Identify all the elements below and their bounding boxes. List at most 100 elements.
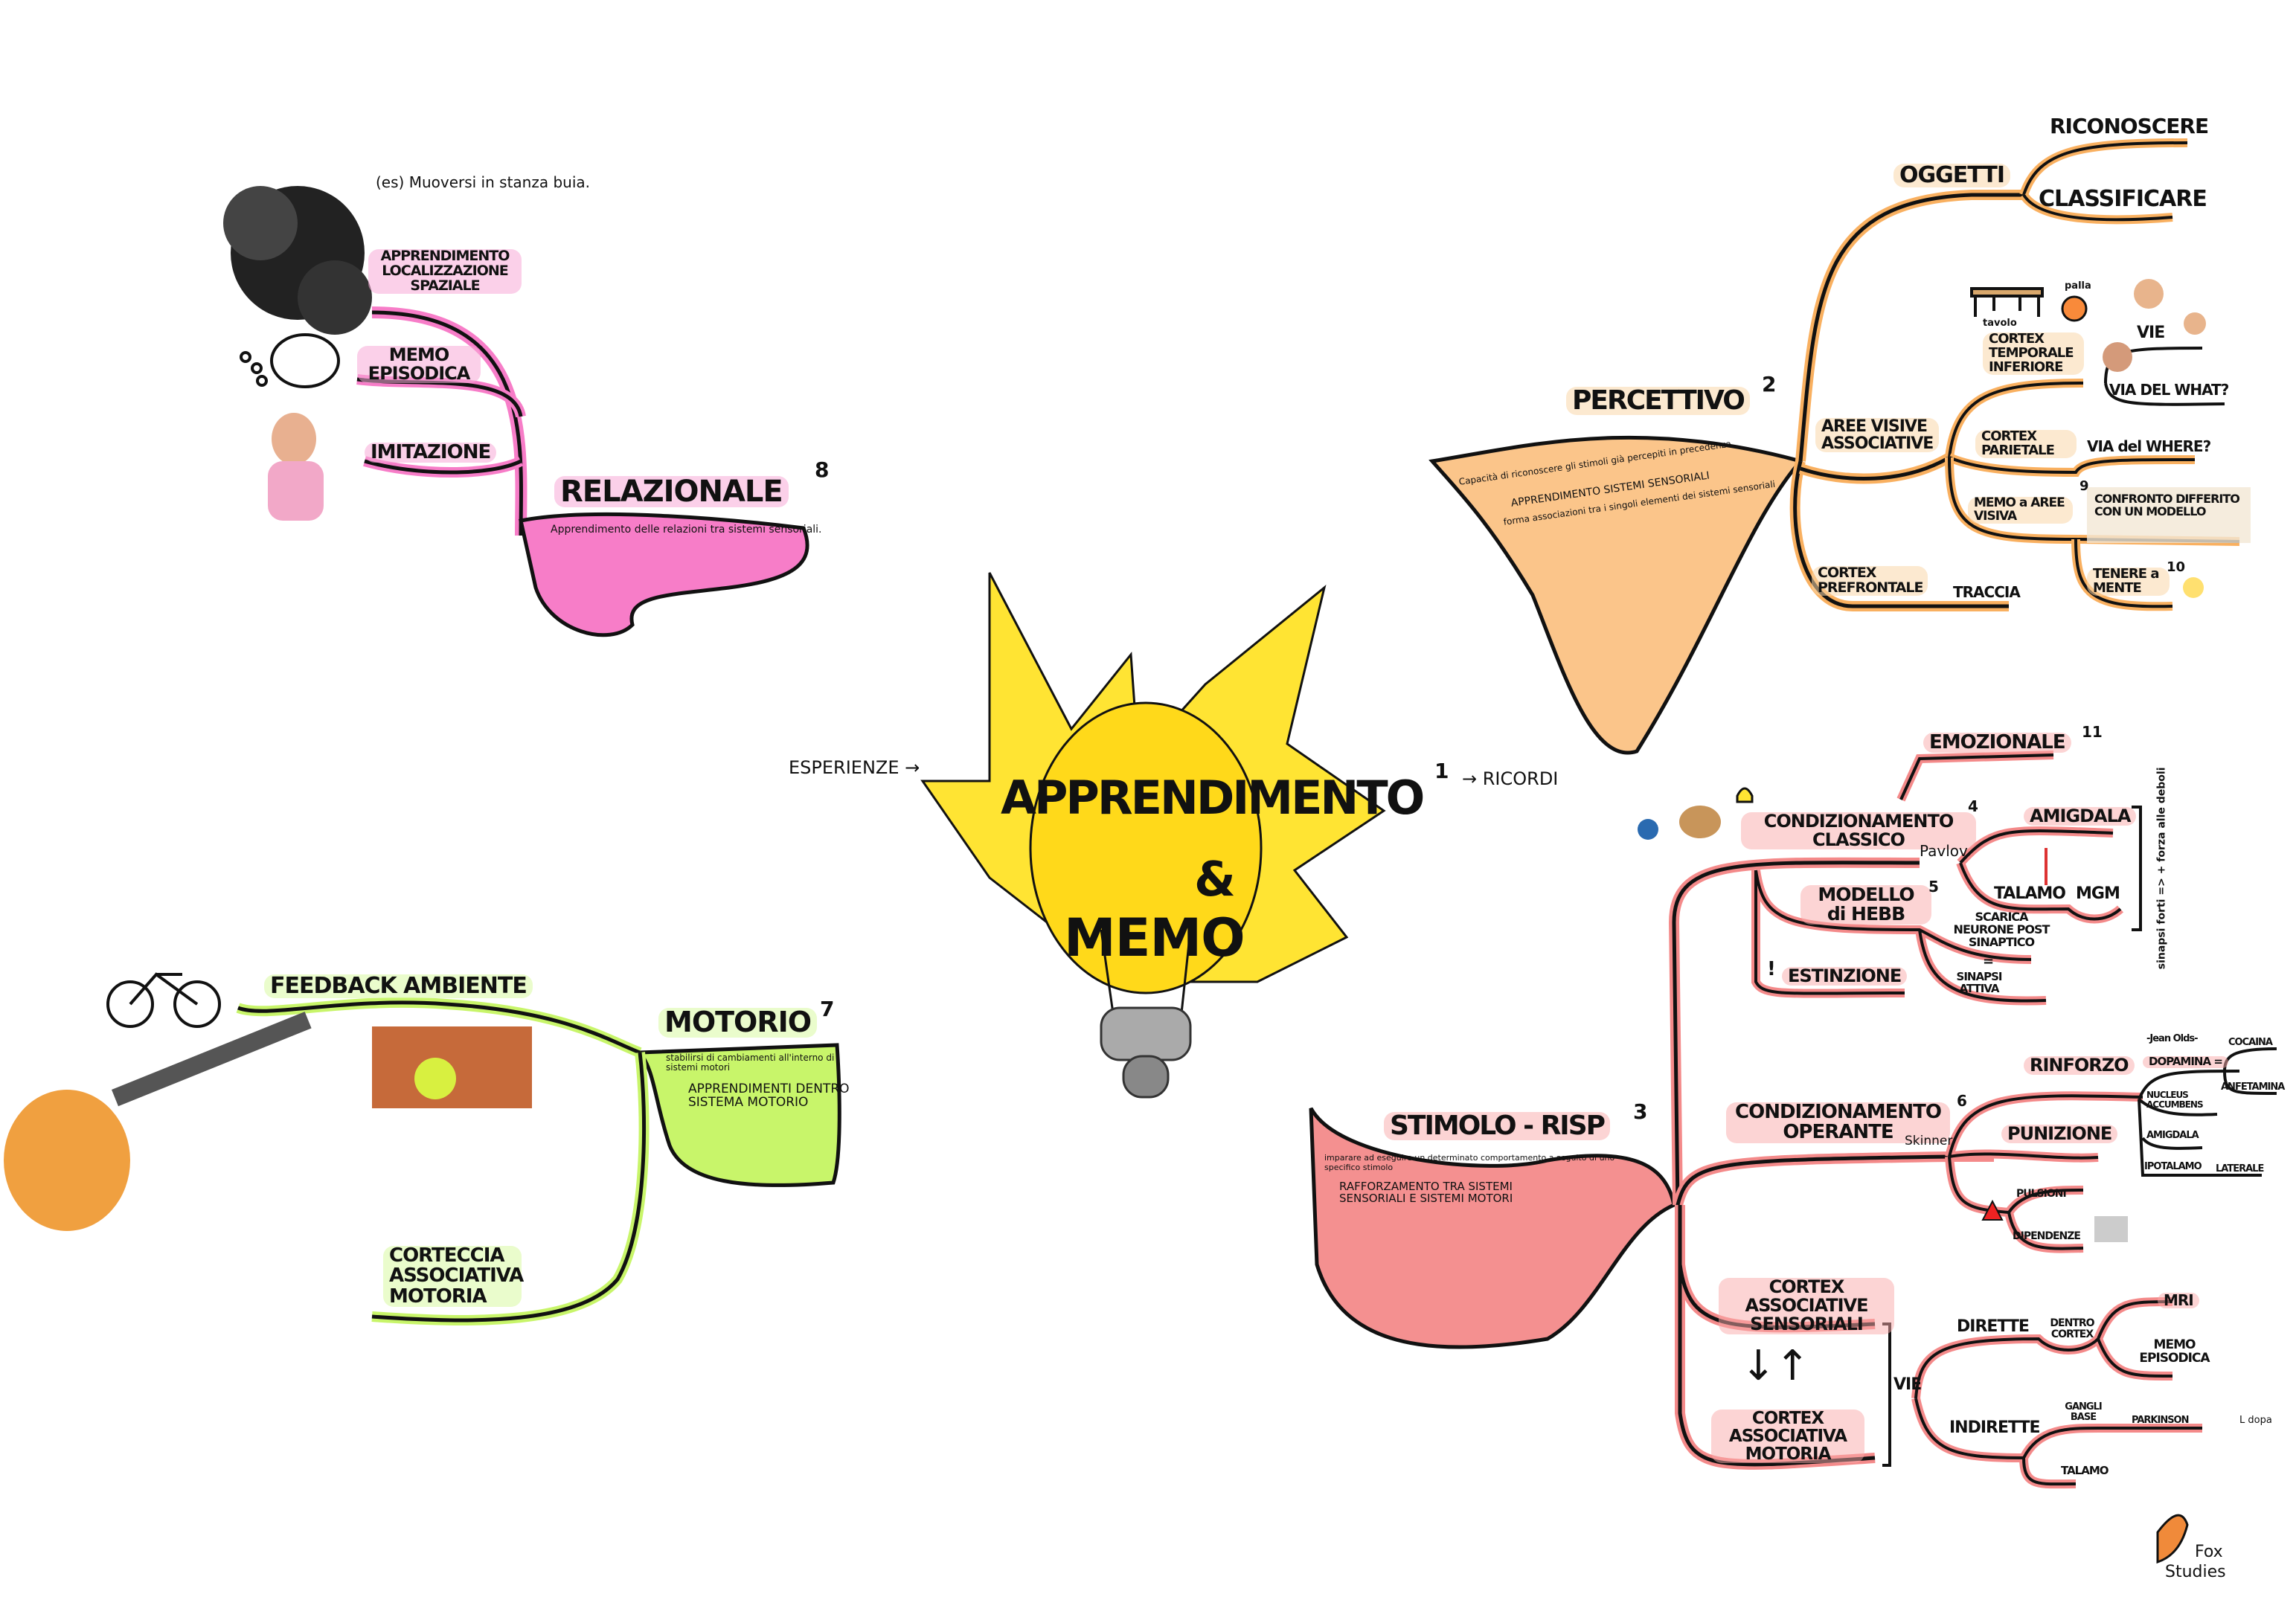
via-where-label: VIA del WHERE? xyxy=(2087,437,2211,455)
relazionale-sup: 8 xyxy=(815,457,830,482)
vie-label: VIE xyxy=(2137,324,2165,342)
mgm-label: MGM xyxy=(2076,884,2120,903)
guitar-icon xyxy=(4,1012,312,1231)
mri-label: MRI xyxy=(2158,1293,2199,1308)
pulsioni-label: PULSIONI xyxy=(2016,1188,2067,1200)
relazionale-desc: Apprendimento delle relazioni tra sistem… xyxy=(551,524,822,536)
ricordi-note: → RICORDI xyxy=(1462,768,1559,789)
gambling-photo xyxy=(2094,1216,2128,1242)
bell-icon xyxy=(1736,787,1754,803)
jean-olds-label: -Jean Olds- xyxy=(2146,1033,2199,1044)
cortex-sensoriali-label: CORTEX ASSOCIATIVE SENSORIALI xyxy=(1719,1277,1894,1334)
relazionale-example: (es) Muoversi in stanza buia. xyxy=(376,173,590,191)
relazionale-title: RELAZIONALE xyxy=(554,476,789,507)
motorio-desc1: stabilirsi di cambiamenti all'interno di… xyxy=(666,1052,835,1073)
motorio-branches xyxy=(236,997,841,1325)
equals-sign: = xyxy=(1983,954,1994,969)
central-title: APPRENDIMENTO xyxy=(1001,771,1425,825)
dipendenze-label: DIPENDENZE xyxy=(2013,1230,2081,1242)
emozionale-label: EMOZIONALE xyxy=(1923,732,2071,753)
cortex-parietale-label: CORTEX PARIETALE xyxy=(1975,429,2077,458)
indirette-label: INDIRETTE xyxy=(1949,1418,2041,1437)
sinapsi-attiva-label: SINAPSI ATTIVA xyxy=(1956,970,2003,995)
warning-icon xyxy=(1981,1199,2004,1221)
emozionale-sup: 11 xyxy=(2082,723,2103,741)
table-icon xyxy=(1970,287,2044,317)
tenere-mente-label: TENERE a MENTE xyxy=(2087,567,2170,596)
rinforzo-label: RINFORZO xyxy=(2024,1055,2135,1076)
classico-sup: 4 xyxy=(1968,797,1978,815)
cocaina-label: COCAINA xyxy=(2228,1037,2273,1048)
aree-visive-label: AREE VISIVE ASSOCIATIVE xyxy=(1815,418,1939,452)
condizionamento-classico-label: CONDIZIONAMENTO CLASSICO xyxy=(1741,812,1976,850)
central-memo: MEMO xyxy=(1064,907,1245,968)
percettivo-title: PERCETTIVO xyxy=(1566,387,1750,415)
corteccia-motoria-label: CORTECCIA ASSOCIATIVA MOTORIA xyxy=(383,1245,524,1307)
logo-text-studies: Studies xyxy=(2165,1563,2226,1581)
face-photos xyxy=(2103,279,2206,372)
skinner-label: Skinner xyxy=(1905,1134,1953,1148)
relazionale-item: MEMO EPISODICA xyxy=(357,345,481,384)
relazionale-item: APPRENDIMENTO LOCALIZZAZIONE SPAZIALE xyxy=(368,248,522,294)
feedback-ambiente-label: FEEDBACK AMBIENTE xyxy=(264,974,533,998)
motorio-sup: 7 xyxy=(820,997,835,1021)
via-what-label: VIA DEL WHAT? xyxy=(2109,381,2229,399)
vie-label: VIE xyxy=(1893,1375,1922,1394)
logo-text-fox: Fox xyxy=(2195,1543,2223,1561)
amigdala-label: AMIGDALA xyxy=(2024,806,2137,826)
fox-logo-icon xyxy=(2156,1514,2189,1564)
ipotalamo-label: IPOTALAMO xyxy=(2144,1161,2202,1172)
esperienze-note: ESPERIENZE → xyxy=(789,757,920,778)
stimolo-desc1: imparare ad eseguire un determinato comp… xyxy=(1324,1153,1615,1173)
anfetamina-label: ANFETAMINA xyxy=(2221,1082,2285,1093)
thought-cloud-icon xyxy=(240,333,340,388)
riconoscere-label: RICONOSCERE xyxy=(2050,114,2209,138)
stimolo-desc2: RAFFORZAMENTO TRA SISTEMI SENSORIALI E S… xyxy=(1339,1180,1513,1205)
central-title-sup: 1 xyxy=(1434,759,1449,783)
dirette-label: DIRETTE xyxy=(1957,1317,2030,1336)
tennis-photo xyxy=(372,1026,532,1108)
pavlov-label: Pavlov xyxy=(1920,842,1968,860)
laterale-label: LATERALE xyxy=(2216,1163,2264,1174)
motorio-desc2: APPRENDIMENTI DENTRO SISTEMA MOTORIO xyxy=(688,1082,850,1110)
condizionamento-operante-label: CONDIZIONAMENTO OPERANTE xyxy=(1726,1102,1950,1143)
traccia-label: TRACCIA xyxy=(1953,583,2021,601)
pattern-box xyxy=(2087,487,2251,543)
hebb-sup: 5 xyxy=(1928,878,1939,896)
percettivo-branches xyxy=(1428,138,2240,755)
l-dopa-label: L dopa xyxy=(2239,1415,2272,1426)
memo-aree-sup: 9 xyxy=(2079,478,2089,494)
cortex-prefrontale-label: CORTEX PREFRONTALE xyxy=(1812,565,1928,596)
stimolo-branches xyxy=(1309,751,2277,1489)
scarica-label: SCARICA NEURONE POST SINAPTICO xyxy=(1953,910,2050,949)
bicycle-icon xyxy=(106,972,221,1028)
classificare-label: CLASSIFICARE xyxy=(2039,186,2207,212)
talamo2-label: TALAMO xyxy=(2061,1464,2109,1477)
exclamation-icon: ! xyxy=(1767,958,1776,980)
talamo-label: TALAMO xyxy=(1994,884,2066,903)
cortex-motoria-label: CORTEX ASSOCIATIVA MOTORIA xyxy=(1711,1410,1864,1463)
girl-photo xyxy=(268,413,324,521)
oggetti-label: OGGETTI xyxy=(1893,164,2011,187)
estinzione-label: ESTINZIONE xyxy=(1782,966,1908,986)
operante-sup: 6 xyxy=(1957,1092,1967,1110)
gangli-base-label: GANGLI BASE xyxy=(2065,1401,2102,1423)
dog-icon xyxy=(1638,806,1721,840)
relazionale-item: IMITAZIONE xyxy=(365,442,497,463)
parkinson-label: PARKINSON xyxy=(2132,1415,2189,1426)
hebb-label: MODELLO di HEBB xyxy=(1800,884,1931,925)
punizione-label: PUNIZIONE xyxy=(2001,1124,2118,1144)
bidirectional-arrows-icon: ↓↑ xyxy=(1741,1342,1810,1390)
tenere-mente-sup: 10 xyxy=(2167,559,2186,575)
memo-aree-label: MEMO a AREE VISIVA xyxy=(1968,496,2073,524)
memo-episodica-label: MEMO EPISODICA xyxy=(2139,1337,2210,1366)
black-cloud-icon xyxy=(223,186,372,335)
confronto-label: CONFRONTO DIFFERITO CON UN MODELLO xyxy=(2094,492,2240,518)
dentro-cortex-label: DENTRO CORTEX xyxy=(2050,1317,2094,1340)
percettivo-sup: 2 xyxy=(1762,372,1777,396)
lightbulb-icon xyxy=(920,572,1386,1099)
sinapsi-note: sinapsi forti => + forza alle deboli xyxy=(2155,767,2168,970)
tavolo-label: tavolo xyxy=(1983,318,2017,329)
